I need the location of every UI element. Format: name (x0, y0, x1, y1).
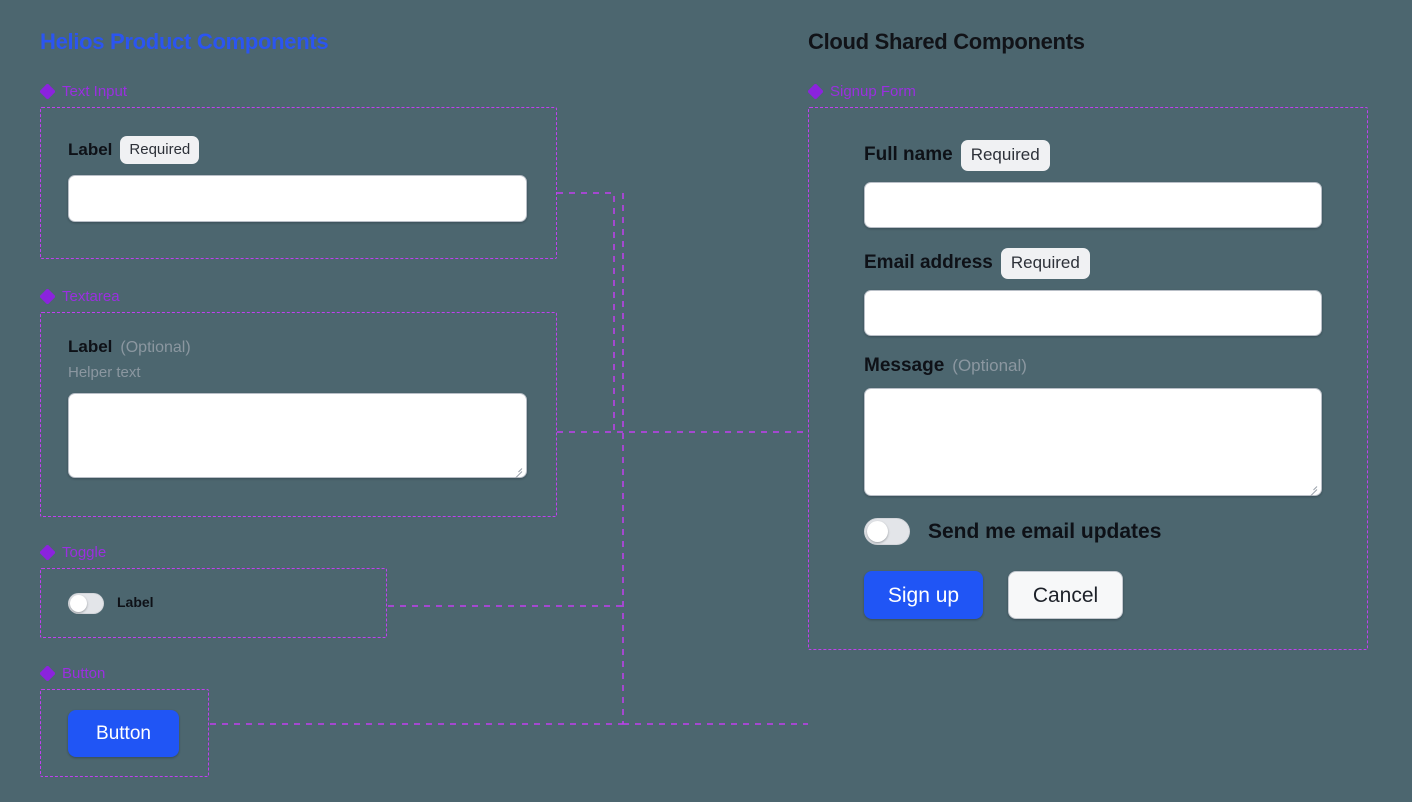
newsletter-toggle-switch[interactable] (864, 518, 910, 546)
component-diamond-icon (40, 84, 55, 100)
optional-tag: (Optional) (952, 356, 1027, 376)
required-badge: Required (1000, 248, 1090, 280)
component-label-text: Textarea (62, 288, 120, 306)
optional-tag: (Optional) (120, 338, 191, 356)
component-label-text: Text Input (62, 83, 128, 101)
form-actions: Sign up Cancel (864, 571, 1367, 620)
required-badge: Required (120, 136, 200, 165)
page-title-cloud: Cloud Shared Components (808, 29, 1085, 54)
cancel-button[interactable]: Cancel (1008, 571, 1123, 620)
slot-toggle: Label (40, 568, 387, 639)
page-title-helios: Helios Product Components (40, 29, 329, 54)
field-label-row: Label Required (68, 136, 556, 165)
resize-handle-icon[interactable] (1306, 481, 1318, 497)
component-diamond-icon (40, 666, 55, 682)
toggle-knob (867, 521, 888, 543)
slot-text-input: Label Required (40, 107, 557, 260)
field-label: Full name (864, 144, 953, 166)
field-group-message: Message (Optional) (864, 355, 1367, 497)
component-diamond-icon (40, 545, 55, 561)
component-diamond-icon (808, 84, 823, 100)
field-label-row: Label (Optional) (68, 337, 556, 357)
component-label-text: Toggle (62, 544, 107, 562)
newsletter-toggle-label: Send me email updates (928, 520, 1162, 544)
required-badge: Required (960, 140, 1050, 172)
component-label-text: Button (62, 665, 106, 683)
textarea-field[interactable] (68, 393, 527, 479)
field-label: Label (68, 337, 113, 357)
field-label-row: Full name Required (864, 140, 1367, 172)
field-label: Email address (864, 252, 993, 274)
helper-text: Helper text (68, 363, 141, 381)
slot-signup-form: Full name Required Email address Require… (808, 107, 1368, 651)
component-label-textarea: Textarea (40, 288, 620, 306)
field-label-row: Email address Required (864, 248, 1367, 280)
resize-handle-icon[interactable] (511, 463, 523, 479)
component-label-button: Button (40, 665, 620, 683)
component-label-text: Signup Form (830, 83, 916, 101)
sign-up-button[interactable]: Sign up (864, 571, 983, 620)
field-label: Label (68, 139, 113, 159)
slot-textarea: Label (Optional) Helper text (40, 312, 557, 518)
component-label-signup-form: Signup Form (808, 83, 1378, 101)
toggle-knob (70, 594, 87, 612)
component-label-toggle: Toggle (40, 544, 620, 562)
slot-button: Button (40, 689, 209, 778)
toggle-switch[interactable] (68, 592, 104, 614)
toggle-row: Label (68, 592, 154, 614)
left-column: Helios Product Components Text Input Lab… (40, 29, 620, 778)
newsletter-toggle-row: Send me email updates (864, 518, 1367, 546)
field-group-full-name: Full name Required (864, 140, 1367, 229)
field-group-email: Email address Required (864, 248, 1367, 337)
component-diamond-icon (40, 289, 55, 305)
message-textarea[interactable] (864, 388, 1322, 497)
field-label-row: Message (Optional) (864, 355, 1367, 377)
full-name-input[interactable] (864, 182, 1322, 229)
email-input[interactable] (864, 290, 1322, 337)
right-column: Cloud Shared Components Signup Form Full… (808, 29, 1378, 651)
text-input-field[interactable] (68, 175, 527, 223)
field-label: Message (864, 355, 945, 377)
toggle-label: Label (117, 594, 154, 611)
component-label-text-input: Text Input (40, 83, 620, 101)
demo-button[interactable]: Button (68, 709, 179, 757)
